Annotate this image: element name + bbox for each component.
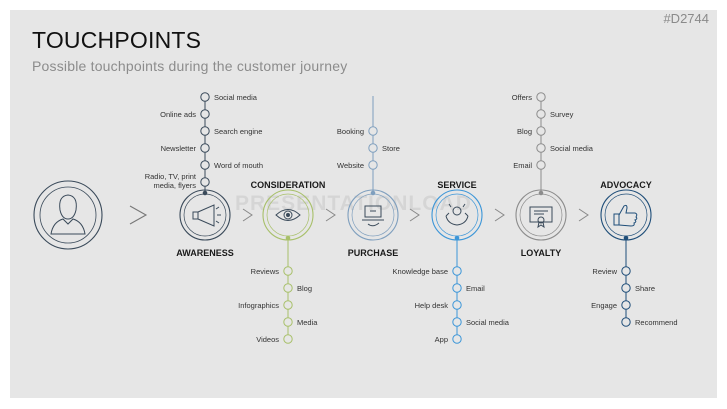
touchpoint-label: Search engine bbox=[214, 127, 262, 136]
page-subtitle: Possible touchpoints during the customer… bbox=[32, 58, 348, 74]
touchpoint-label: Website bbox=[337, 161, 364, 170]
journey-diagram: Social media Online ads Search engine Ne… bbox=[33, 92, 678, 344]
stage-consideration: Reviews Blog Infographics Media Videos C… bbox=[238, 180, 325, 344]
touchpoint-label: Booking bbox=[337, 127, 364, 136]
touchpoint-label: Offers bbox=[512, 93, 533, 102]
touchpoint-label: Infographics bbox=[238, 301, 279, 310]
page-title: TOUCHPOINTS bbox=[32, 27, 202, 53]
touchpoint-label: Help desk bbox=[415, 301, 449, 310]
stage-awareness: Social media Online ads Search engine Ne… bbox=[145, 92, 263, 258]
stage-label-loyalty: LOYALTY bbox=[521, 248, 562, 258]
touchpoint-label: Word of mouth bbox=[214, 161, 263, 170]
touchpoint-label: Recommend bbox=[635, 318, 678, 327]
touchpoint-label: Share bbox=[635, 284, 655, 293]
watermark: PRESENTATIONLOAD bbox=[235, 192, 472, 215]
touchpoint-label: Social media bbox=[550, 144, 594, 153]
arrow-chevron-icon bbox=[242, 208, 253, 222]
touchpoint-label: Email bbox=[513, 161, 532, 170]
touchpoint-label: Store bbox=[382, 144, 400, 153]
certificate-icon bbox=[529, 206, 553, 229]
touchpoint-label: Online ads bbox=[160, 110, 196, 119]
slide: #D2744 TOUCHPOINTS Possible touchpoints … bbox=[10, 10, 717, 398]
stage-loyalty: Offers Survey Blog Social media Email LO… bbox=[512, 92, 594, 258]
touchpoint-label: Knowledge base bbox=[393, 267, 448, 276]
stage-label-consideration: CONSIDERATION bbox=[251, 180, 326, 190]
touchpoint-label: App bbox=[435, 335, 448, 344]
touchpoint-label: Review bbox=[592, 267, 617, 276]
arrow-chevron-icon bbox=[129, 205, 148, 225]
touchpoint-label: Social media bbox=[214, 93, 258, 102]
laptop-cart-icon bbox=[362, 205, 384, 227]
stage-label-awareness: AWARENESS bbox=[176, 248, 234, 258]
touchpoint-label: Survey bbox=[550, 110, 574, 119]
touchpoint-label: Social media bbox=[466, 318, 510, 327]
stage-service: Knowledge base Email Help desk Social me… bbox=[393, 180, 510, 344]
touchpoint-label: Reviews bbox=[251, 267, 280, 276]
touchpoint-label: Radio, TV, print bbox=[145, 172, 197, 181]
touchpoint-label: Engage bbox=[591, 301, 617, 310]
eye-icon bbox=[275, 209, 301, 221]
slide-id: #D2744 bbox=[663, 11, 709, 26]
megaphone-icon bbox=[192, 204, 221, 227]
stage-purchase: Booking Store Website PURCHASE bbox=[337, 96, 400, 258]
arrow-chevron-icon bbox=[578, 208, 589, 222]
touchpoint-label: Newsletter bbox=[161, 144, 197, 153]
touchpoint-label: media, flyers bbox=[153, 181, 196, 190]
touchpoint-label: Blog bbox=[517, 127, 532, 136]
arrow-chevron-icon bbox=[494, 208, 505, 222]
stage-label-advocacy: ADVOCACY bbox=[600, 180, 652, 190]
stage-label-service: SERVICE bbox=[437, 180, 476, 190]
support-hands-icon bbox=[445, 203, 469, 226]
touchpoint-label: Email bbox=[466, 284, 485, 293]
stage-label-purchase: PURCHASE bbox=[348, 248, 399, 258]
arrow-chevron-icon bbox=[409, 208, 420, 222]
customer-icon bbox=[33, 180, 103, 250]
touchpoint-label: Blog bbox=[297, 284, 312, 293]
arrow-chevron-icon bbox=[325, 208, 336, 222]
touchpoint-label: Videos bbox=[256, 335, 279, 344]
touchpoint-label: Media bbox=[297, 318, 318, 327]
thumbs-up-icon bbox=[613, 204, 638, 227]
stage-advocacy: Review Share Engage Recommend ADVOCACY bbox=[591, 180, 677, 327]
